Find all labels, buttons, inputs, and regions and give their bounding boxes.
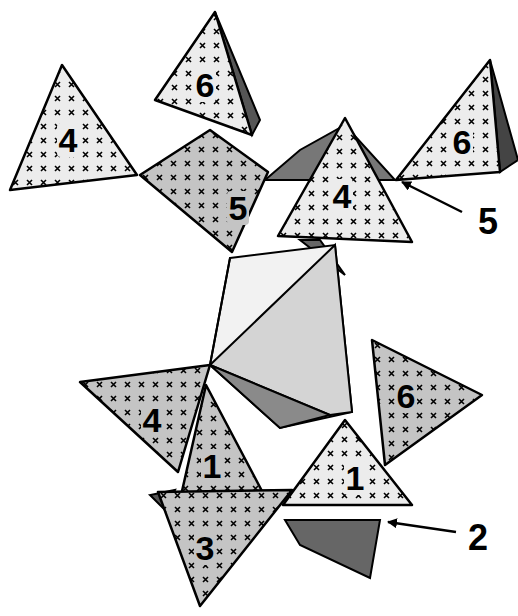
callout-number: 5: [478, 204, 498, 240]
site-number: 5: [227, 191, 250, 225]
tetrahedron-face: [396, 60, 500, 180]
tetrahedron: 4: [10, 65, 137, 190]
site-number: 1: [201, 449, 224, 483]
tetrahedron-face: [372, 340, 482, 465]
tetrahedron-outline: [372, 340, 482, 465]
tetrahedron: 3: [158, 490, 292, 606]
tetrahedron-face: [10, 65, 137, 190]
tetrahedron-face: [140, 130, 268, 252]
tetrahedron-outline: [158, 490, 292, 606]
tetrahedron-outline: [140, 130, 268, 252]
tetrahedron: 1: [283, 420, 412, 505]
site-number: 4: [141, 403, 164, 437]
tetrahedron-face: [158, 490, 292, 606]
leader-arrow: [402, 182, 462, 212]
tetra-face: [285, 520, 380, 578]
octahedron-edge: [210, 258, 230, 365]
octahedron: [210, 245, 352, 428]
callout-number: 2: [468, 520, 488, 556]
site-number: 1: [344, 461, 367, 495]
tetrahedron: 5: [140, 130, 268, 252]
site-number: 4: [57, 123, 80, 157]
site-number: 6: [194, 68, 217, 102]
tetrahedron: 6: [396, 60, 500, 180]
tetrahedron-face: [155, 12, 252, 135]
octahedron-face: [210, 365, 330, 428]
tetrahedron: 6: [372, 340, 482, 465]
site-number: 4: [331, 179, 354, 213]
site-number: 6: [395, 379, 418, 413]
leader-arrow: [388, 522, 456, 532]
site-number: 3: [194, 531, 217, 565]
tetrahedron-outline: [396, 60, 500, 180]
tetrahedron-face: [283, 420, 412, 505]
tetrahedron: 6: [155, 12, 252, 135]
site-number: 6: [451, 125, 474, 159]
tetrahedron-face: [278, 118, 412, 242]
octahedron-face: [210, 245, 352, 415]
tetrahedron: 4: [278, 118, 412, 242]
